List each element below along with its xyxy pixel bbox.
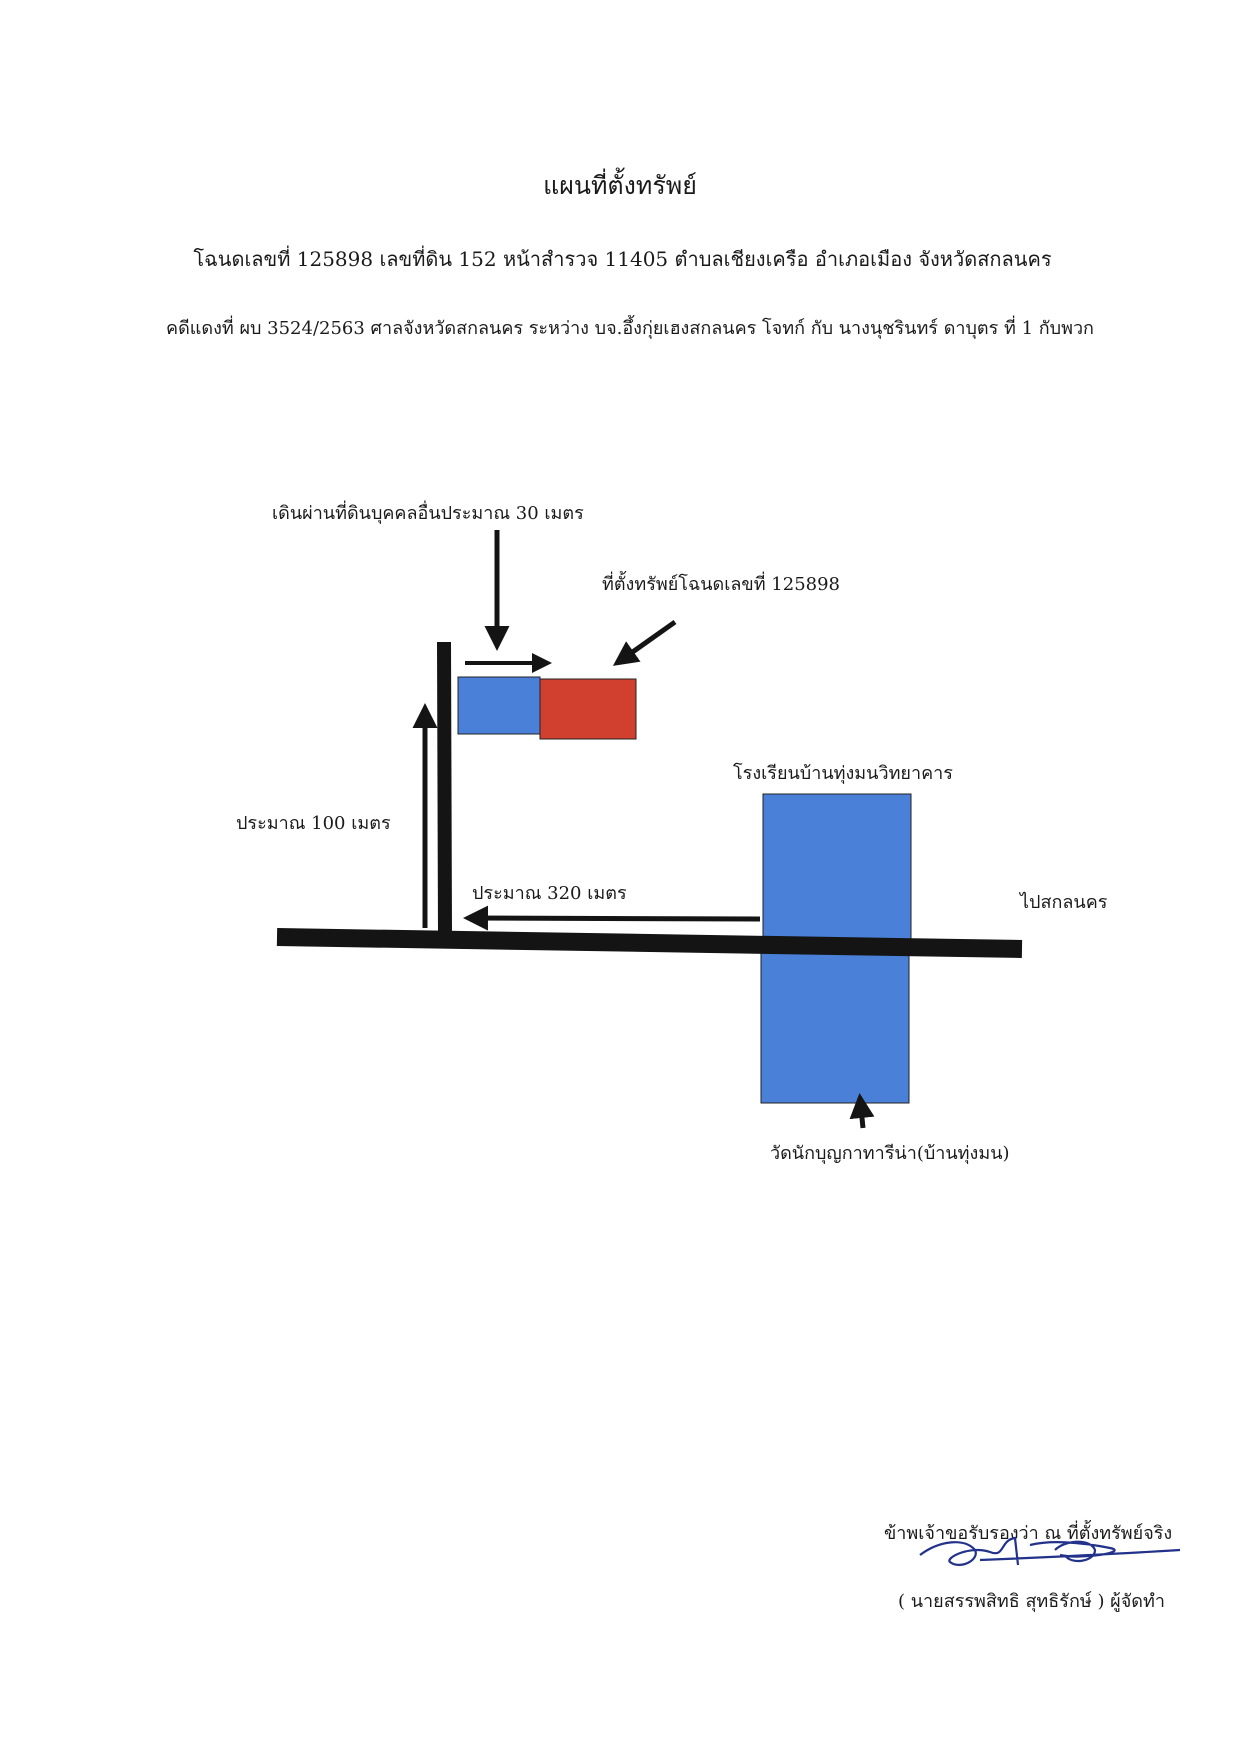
- property-plot: [539, 678, 637, 740]
- arrow-temple: [849, 1093, 875, 1129]
- case-info: คดีแดงที่ ผบ 3524/2563 ศาลจังหวัดสกลนคร …: [166, 318, 1094, 339]
- main-road: [276, 928, 1023, 958]
- school-plot: [762, 793, 912, 942]
- side-road: [437, 641, 452, 937]
- walk-label: เดินผ่านที่ดินบุคคลอื่นประมาณ 30 เมตร: [272, 503, 584, 524]
- to-city-label: ไปสกลนคร: [1020, 892, 1108, 913]
- preparer-name: ( นายสรรพสิทธิ สุทธิรักษ์ ) ผู้จัดทำ: [898, 1591, 1165, 1612]
- property-label: ที่ตั้งทรัพย์โฉนดเลขที่ 125898: [602, 574, 840, 595]
- temple-label: วัดนักบุญกาทารีน่า(บ้านทุ่งมน): [770, 1143, 1010, 1164]
- neighbor-land-plot: [457, 676, 541, 735]
- signature: [919, 1536, 1181, 1566]
- certification-text: ข้าพเจ้าขอรับรองว่า ณ ที่ตั้งทรัพย์จริง: [884, 1523, 1173, 1544]
- arrow-west: [463, 905, 761, 931]
- temple-plot: [760, 952, 910, 1104]
- arrow-property: [612, 619, 677, 666]
- school-label: โรงเรียนบ้านทุ่งมนวิทยาคาร: [733, 763, 953, 784]
- distance-320-label: ประมาณ 320 เมตร: [472, 883, 627, 904]
- distance-100-label: ประมาณ 100 เมตร: [236, 813, 391, 834]
- deed-info: โฉนดเลขที่ 125898 เลขที่ดิน 152 หน้าสำรว…: [193, 247, 1052, 271]
- page-title: แผนที่ตั้งทรัพย์: [543, 171, 697, 200]
